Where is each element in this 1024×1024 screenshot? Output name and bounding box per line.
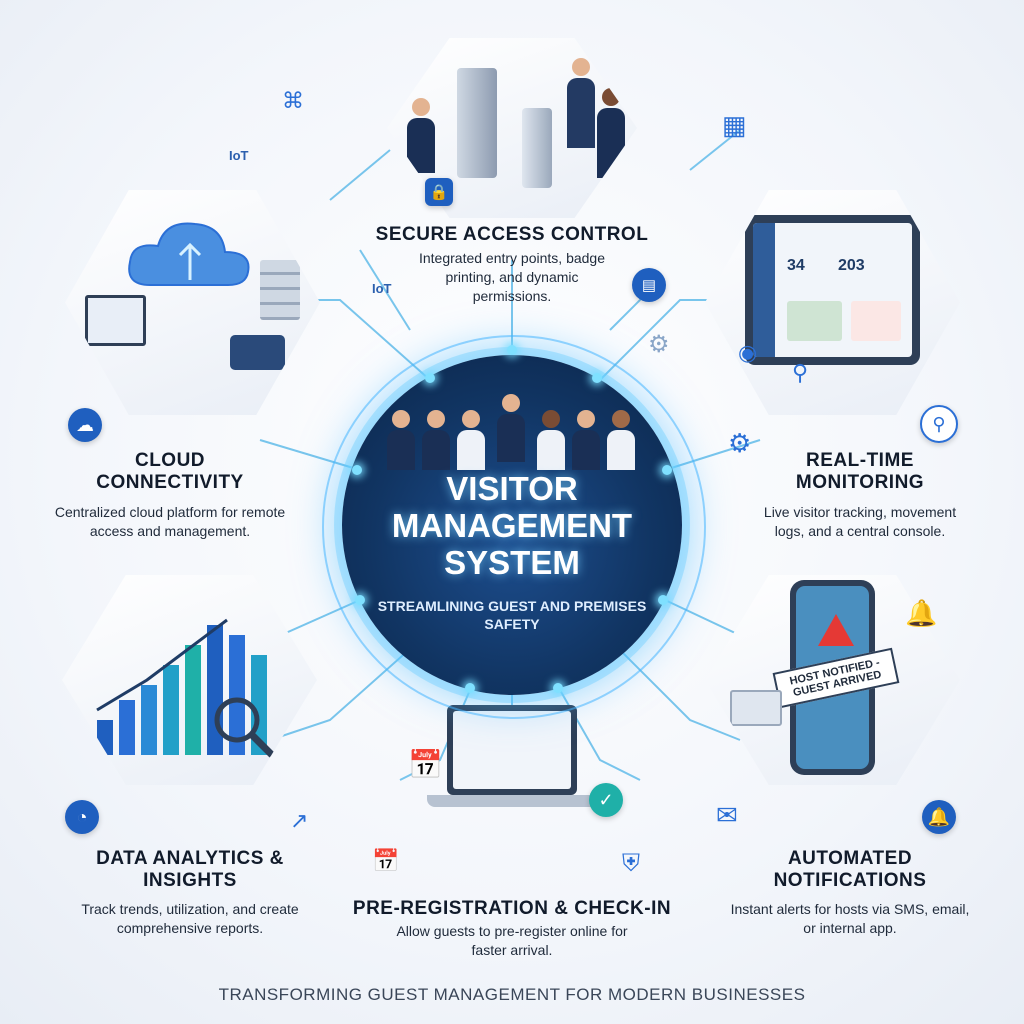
calendar-icon: 📅 <box>408 749 443 780</box>
glow-node <box>355 595 365 605</box>
monitor <box>85 295 146 346</box>
glow-node <box>658 595 668 605</box>
iot-label-center: IoT <box>372 281 392 296</box>
cloud-title: CLOUD CONNECTIVITY <box>96 450 244 493</box>
glow-node <box>507 345 517 355</box>
preregistration-panel <box>387 690 637 890</box>
warning-icon <box>818 614 854 646</box>
center-title: VISITOR MANAGEMENT SYSTEM <box>391 470 633 581</box>
pie-chart-icon: ◔ <box>65 800 99 834</box>
dashboard-tablet: 34 203 <box>745 215 920 365</box>
monitoring-title: REAL-TIME MONITORING <box>795 450 925 493</box>
glow-node <box>425 373 435 383</box>
shield-check-icon: ⛨ <box>622 850 640 877</box>
laptop-screen <box>447 705 577 795</box>
footer-tagline: TRANSFORMING GUEST MANAGEMENT FOR MODERN… <box>218 985 806 1004</box>
wifi-icon: ⌘ <box>282 88 304 113</box>
secure-access-description: Integrated entry points, badge printing,… <box>418 250 606 304</box>
notifications-title: AUTOMATED NOTIFICATIONS <box>773 848 927 891</box>
gear-icon: ⚙ <box>728 428 752 458</box>
glow-node <box>662 465 672 475</box>
envelope-icon: ✉ <box>716 800 738 830</box>
chip-icon: ▦ <box>722 110 747 140</box>
visitor-figure <box>567 58 595 218</box>
calendar-icon-small: 📅 <box>372 848 400 873</box>
envelope-illustration <box>730 690 782 726</box>
lock-icon: 🔒 <box>425 178 453 206</box>
check-icon: ✓ <box>589 783 623 817</box>
alarm-icon: 🔔 <box>922 800 956 834</box>
map-tile <box>787 301 842 341</box>
monitoring-panel: 34 203 <box>705 190 960 415</box>
badge-icon: ▤ <box>632 268 666 302</box>
bar-chart-illustration <box>96 618 275 758</box>
preregistration-title: PRE-REGISTRATION & CHECK-IN <box>352 898 672 919</box>
bell-icon: 🔔 <box>905 598 938 628</box>
cloud-icon: ☁ <box>68 408 102 442</box>
gear-icon-2: ⚙ <box>648 331 670 358</box>
glow-node <box>465 683 475 693</box>
preregistration-description: Allow guests to pre-register online for … <box>396 923 628 958</box>
monitoring-description: Live visitor tracking, movement logs, an… <box>763 504 957 539</box>
cloud-illustration <box>128 222 250 286</box>
analytics-description: Track trends, utilization, and create co… <box>81 901 299 936</box>
camera-icon: ◉ <box>738 340 758 365</box>
notifications-description: Instant alerts for hosts via SMS, email,… <box>730 901 970 936</box>
center-ring <box>322 335 706 719</box>
analytics-title: DATA ANALYTICS & INSIGHTS <box>96 848 284 891</box>
map-pin-icon: ⚲ <box>792 360 809 385</box>
sidebar-strip <box>753 223 775 357</box>
iot-label-left: IoT <box>229 148 249 163</box>
notifications-panel: HOST NOTIFIED - GUEST ARRIVED <box>705 575 960 785</box>
team-figures <box>382 390 642 470</box>
location-icon: ⚲ <box>920 405 958 443</box>
tablet-device <box>230 335 285 370</box>
glow-node <box>553 683 563 693</box>
cloud-description: Centralized cloud platform for remote ac… <box>54 504 286 539</box>
server-rack <box>260 260 300 320</box>
alert-tile <box>851 301 901 341</box>
cloud-panel <box>65 190 320 415</box>
dashboard-value-1: 34 <box>787 257 805 274</box>
kiosk <box>522 108 552 188</box>
analytics-panel <box>62 575 317 785</box>
trend-icon: ↗ <box>290 808 309 833</box>
center-subtitle: STREAMLINING GUEST AND PREMISES SAFETY <box>377 598 647 632</box>
laptop-base <box>427 795 597 807</box>
dashboard-value-2: 203 <box>838 257 865 274</box>
turnstile-gate <box>457 68 497 178</box>
glow-node <box>352 465 362 475</box>
secure-access-title: SECURE ACCESS CONTROL <box>375 224 649 245</box>
glow-node <box>592 373 602 383</box>
